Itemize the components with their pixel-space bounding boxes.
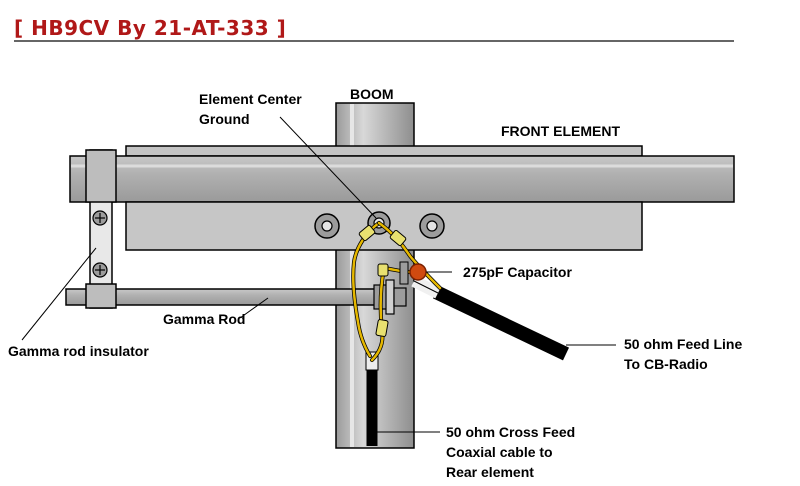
label-feed-line-line-1: 50 ohm Feed Line — [624, 336, 743, 352]
label-front-element: FRONT ELEMENT — [501, 123, 620, 139]
label-gamma-rod: Gamma Rod — [163, 311, 246, 327]
label-boom: BOOM — [350, 86, 394, 102]
label-element-center-ground: Element Center Ground — [199, 89, 302, 129]
gamma-rod-insulator — [85, 149, 117, 309]
label-element-center-line-1: Element Center — [199, 91, 302, 107]
connector-left — [358, 224, 376, 242]
label-gamma-rod-insulator: Gamma rod insulator — [8, 343, 149, 359]
feed-line-coax — [432, 285, 570, 361]
leader-gamma-rod — [239, 297, 269, 319]
label-feed-line-line-2: To CB-Radio — [624, 356, 708, 372]
front-element-tube — [69, 155, 735, 203]
label-cross-feed-line-1: 50 ohm Cross Feed — [446, 424, 576, 440]
leader-element-center — [279, 116, 377, 219]
plate-bolt-left — [314, 213, 340, 239]
label-cross-feed: 50 ohm Cross Feed Coaxial cable to Rear … — [446, 422, 575, 482]
connector-cap — [377, 263, 389, 277]
label-cross-feed-line-2: Coaxial cable to — [446, 444, 553, 460]
leader-insulator — [21, 247, 97, 341]
title-underline — [14, 40, 734, 42]
element-top-strip — [125, 145, 643, 157]
connector-lower — [375, 319, 389, 337]
label-cross-feed-line-3: Rear element — [446, 464, 534, 480]
leader-lines — [21, 116, 616, 433]
label-element-center-line-2: Ground — [199, 111, 250, 127]
page-title: [ HB9CV By 21-AT-333 ] — [14, 16, 287, 40]
connector-right — [389, 229, 407, 247]
plate-bolt-right — [419, 213, 445, 239]
feed-line-boot-edge — [413, 280, 439, 294]
label-capacitor: 275pF Capacitor — [463, 264, 572, 280]
label-feed-line: 50 ohm Feed Line To CB-Radio — [624, 334, 742, 374]
